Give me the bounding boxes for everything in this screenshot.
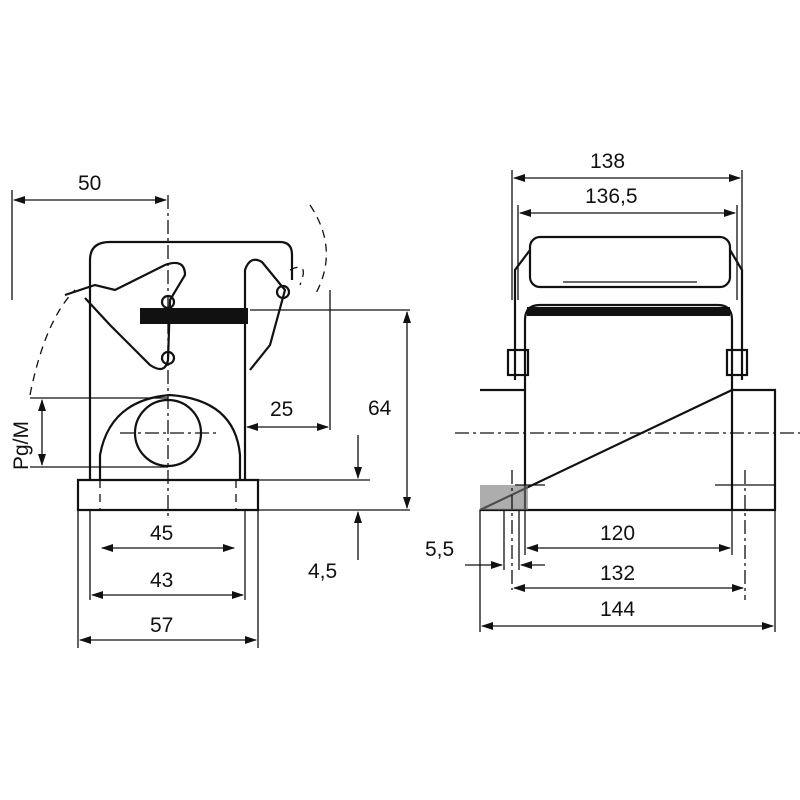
front-view: 138 136,5 120 5,5 132 144 xyxy=(425,150,800,632)
dim-136-5: 136,5 xyxy=(585,185,638,208)
seal-band xyxy=(140,308,248,324)
dim-120: 120 xyxy=(600,522,635,545)
dim-57: 57 xyxy=(150,614,173,637)
cable-entry xyxy=(98,393,242,480)
housing-outline xyxy=(88,240,294,480)
side-view: 50 Pg/M 25 64 4,5 45 43 57 xyxy=(10,172,411,648)
dim-43: 43 xyxy=(150,569,173,592)
cover-handle xyxy=(528,235,732,289)
dim-pg-m: Pg/M xyxy=(10,421,33,470)
dim-50: 50 xyxy=(78,172,101,195)
dim-25: 25 xyxy=(270,398,293,421)
dim-132: 132 xyxy=(600,562,635,585)
dim-5-5: 5,5 xyxy=(425,538,454,561)
dim-144: 144 xyxy=(600,598,635,621)
dim-45: 45 xyxy=(150,522,173,545)
dim-4-5: 4,5 xyxy=(308,560,337,583)
dim-138: 138 xyxy=(590,150,625,173)
dim-64: 64 xyxy=(368,397,392,420)
